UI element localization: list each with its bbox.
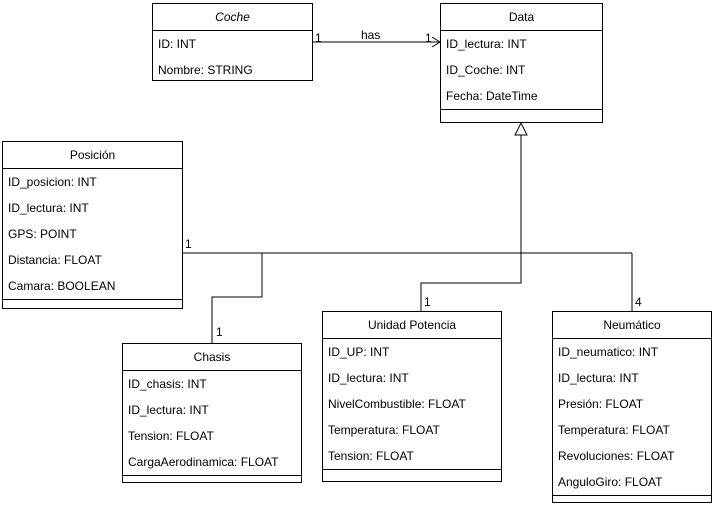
data-multiplicity: 1 <box>425 31 432 45</box>
class-unidad-attr: NivelCombustible: FLOAT <box>328 397 466 411</box>
class-chasis[interactable]: Chasis ID_chasis: INT ID_lectura: INT Te… <box>122 343 302 483</box>
class-unidad-title: Unidad Potencia <box>323 312 501 339</box>
class-unidad-potencia[interactable]: Unidad Potencia ID_UP: INT ID_lectura: I… <box>322 311 502 482</box>
class-unidad-attr: ID_UP: INT <box>328 345 390 359</box>
class-data-attr: ID_lectura: INT <box>446 37 527 51</box>
class-coche-title: Coche <box>153 4 312 31</box>
unidad-connector <box>420 253 522 311</box>
chasis-connector <box>211 253 263 343</box>
class-data-attr: Fecha: DateTime <box>446 89 538 103</box>
class-coche-attr: ID: INT <box>158 37 196 51</box>
class-posicion-attr: Distancia: FLOAT <box>8 253 102 267</box>
class-chasis-attr: Tension: FLOAT <box>128 429 214 443</box>
class-data-attr: ID_Coche: INT <box>446 63 526 77</box>
class-neumatico-attr: Temperatura: FLOAT <box>558 423 670 437</box>
class-posicion-attr: GPS: POINT <box>8 227 77 241</box>
class-neumatico-attr: ID_lectura: INT <box>558 371 639 385</box>
class-neumatico[interactable]: Neumático ID_neumatico: INT ID_lectura: … <box>552 311 712 503</box>
class-chasis-attrs: ID_chasis: INT ID_lectura: INT Tension: … <box>123 371 301 476</box>
neumatico-multiplicity: 4 <box>635 295 642 309</box>
class-posicion-attrs: ID_posicion: INT ID_lectura: INT GPS: PO… <box>3 169 182 300</box>
class-unidad-attr: Tension: FLOAT <box>328 449 414 463</box>
class-neumatico-attr: Presión: FLOAT <box>558 397 644 411</box>
class-coche-attrs: ID: INT Nombre: STRING <box>153 31 312 83</box>
class-neumatico-attr: ID_neumatico: INT <box>558 345 659 359</box>
class-chasis-attr: ID_lectura: INT <box>128 403 209 417</box>
class-chasis-title: Chasis <box>123 344 301 371</box>
has-label: has <box>361 28 381 42</box>
class-unidad-attr: ID_lectura: INT <box>328 371 409 385</box>
class-coche[interactable]: Coche ID: INT Nombre: STRING <box>152 3 313 81</box>
class-unidad-attrs: ID_UP: INT ID_lectura: INT NivelCombusti… <box>323 339 501 470</box>
class-neumatico-title: Neumático <box>553 312 711 339</box>
class-posicion[interactable]: Posición ID_posicion: INT ID_lectura: IN… <box>2 141 183 309</box>
class-posicion-attr: ID_lectura: INT <box>8 201 89 215</box>
class-coche-attr: Nombre: STRING <box>158 63 253 77</box>
class-unidad-attr: Temperatura: FLOAT <box>328 423 440 437</box>
class-neumatico-attrs: ID_neumatico: INT ID_lectura: INT Presió… <box>553 339 711 496</box>
class-neumatico-attr: Revoluciones: FLOAT <box>558 449 675 463</box>
unidad-multiplicity: 1 <box>424 295 431 309</box>
class-data[interactable]: Data ID_lectura: INT ID_Coche: INT Fecha… <box>440 3 603 123</box>
class-chasis-attr: ID_chasis: INT <box>128 377 207 391</box>
class-posicion-title: Posición <box>3 142 182 169</box>
class-neumatico-attr: AnguloGiro: FLOAT <box>558 475 663 489</box>
class-posicion-attr: ID_posicion: INT <box>8 175 97 189</box>
posicion-multiplicity: 1 <box>185 237 192 251</box>
chasis-multiplicity: 1 <box>216 325 223 339</box>
class-posicion-attr: Camara: BOOLEAN <box>8 279 116 293</box>
inheritance-triangle <box>514 121 528 136</box>
class-data-attrs: ID_lectura: INT ID_Coche: INT Fecha: Dat… <box>441 31 602 110</box>
class-chasis-attr: CargaAerodinamica: FLOAT <box>128 455 279 469</box>
coche-multiplicity: 1 <box>315 31 322 45</box>
class-data-title: Data <box>441 4 602 31</box>
